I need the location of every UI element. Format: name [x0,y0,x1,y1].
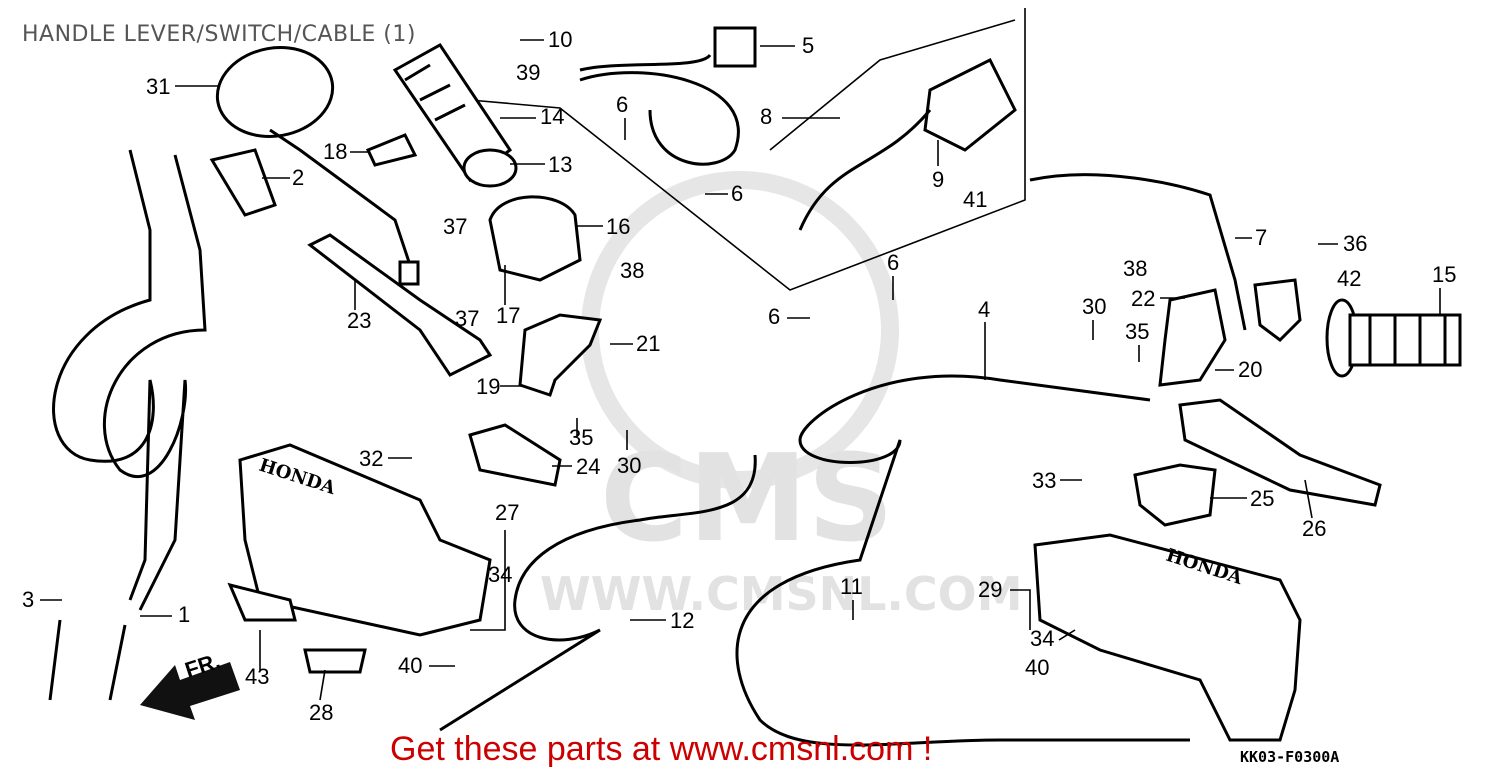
footer-link-text[interactable]: Get these parts at www.cmsnl.com ! [390,730,933,768]
callout: 30 [617,453,641,478]
left-grip-part [392,43,518,188]
callout: 23 [347,308,371,333]
callout: 18 [323,139,347,164]
callout: 27 [495,500,519,525]
callout: 35 [1125,319,1149,344]
diagram-title: HANDLE LEVER/SWITCH/CABLE (1) [22,22,416,47]
callout: 11 [840,574,863,599]
callout: 40 [398,653,422,678]
switch-7-part [1253,278,1302,342]
callout: 17 [496,303,520,328]
clutch-lever-part [307,233,493,377]
callout: 22 [1131,286,1155,311]
callout: 25 [1250,486,1274,511]
callout: 15 [1432,262,1456,287]
callout: 34 [488,562,512,587]
watermark-brand: CMS [600,430,894,569]
mirror-part [215,46,420,286]
callout: 4 [978,297,990,322]
callout: 40 [1025,655,1049,680]
left-handguard-part: HONDA [238,443,492,637]
callout: 6 [731,181,743,206]
callout: 3 [22,587,34,612]
cmsnl-watermark: CMS WWW.CMSNL.COM [540,171,1023,621]
leader-lines [40,39,1441,701]
boot-25-part [1133,463,1217,527]
callout: 38 [620,258,644,283]
lever-bracket-20-part [1158,288,1227,387]
right-grip-part [1325,298,1462,378]
callout: 5 [802,33,814,58]
throttle-cables [48,149,207,701]
clip-part [365,133,418,167]
callout: 42 [1337,266,1361,291]
callout: 30 [1082,294,1106,319]
callout: 19 [476,374,500,399]
switch-harness-part [798,109,932,231]
callout: 37 [455,306,479,331]
callout: 2 [292,165,304,190]
watermark-url: WWW.CMSNL.COM [540,567,1023,621]
callout: 21 [636,331,660,356]
boot-part [468,423,562,487]
front-direction-arrow: FR. [140,648,240,720]
callout: 6 [768,304,780,329]
callout: 38 [1123,256,1147,281]
right-handguard-part: HONDA [1033,533,1302,742]
choke-cable-part [439,454,757,732]
callout: 20 [1238,357,1262,382]
callout: 26 [1302,516,1326,541]
callout: 39 [516,60,540,85]
callout: 14 [540,104,564,129]
switch-wire-part [579,53,740,166]
callout: 37 [443,214,467,239]
switch-cable-7-part [1029,173,1247,331]
callout: 31 [146,74,170,99]
callout: 10 [548,27,572,52]
callout: 32 [359,446,383,471]
callout: 8 [760,104,772,129]
cap-part [209,148,277,217]
switch-housing-part [488,195,582,282]
callout: 13 [548,152,572,177]
callout: 43 [245,664,269,689]
connector-part [713,26,757,68]
callout: 6 [616,92,628,117]
callout: 34 [1030,626,1054,651]
callout: 1 [178,602,190,627]
clutch-cable-part [735,374,1190,747]
right-switch-part [923,57,1017,152]
callout: 41 [963,187,987,212]
clamp-part [227,582,297,622]
front-brake-lever-part [1178,398,1382,507]
callout: 9 [932,167,944,192]
callout: 7 [1255,225,1267,250]
callout-labels: 1 2 3 4 5 6 6 6 6 7 8 9 10 11 12 13 14 1… [22,27,1456,725]
callout: 24 [576,454,600,479]
callout: 33 [1032,468,1056,493]
bracket-28-part [303,648,367,674]
callout: 28 [309,700,333,725]
callout: 35 [569,425,593,450]
callout: 12 [670,608,694,633]
callout: 29 [978,577,1002,602]
diagram-code: KK03-F0300A [1240,748,1340,766]
callout: 36 [1343,231,1367,256]
callout: 16 [606,214,630,239]
callout: 6 [887,250,899,275]
